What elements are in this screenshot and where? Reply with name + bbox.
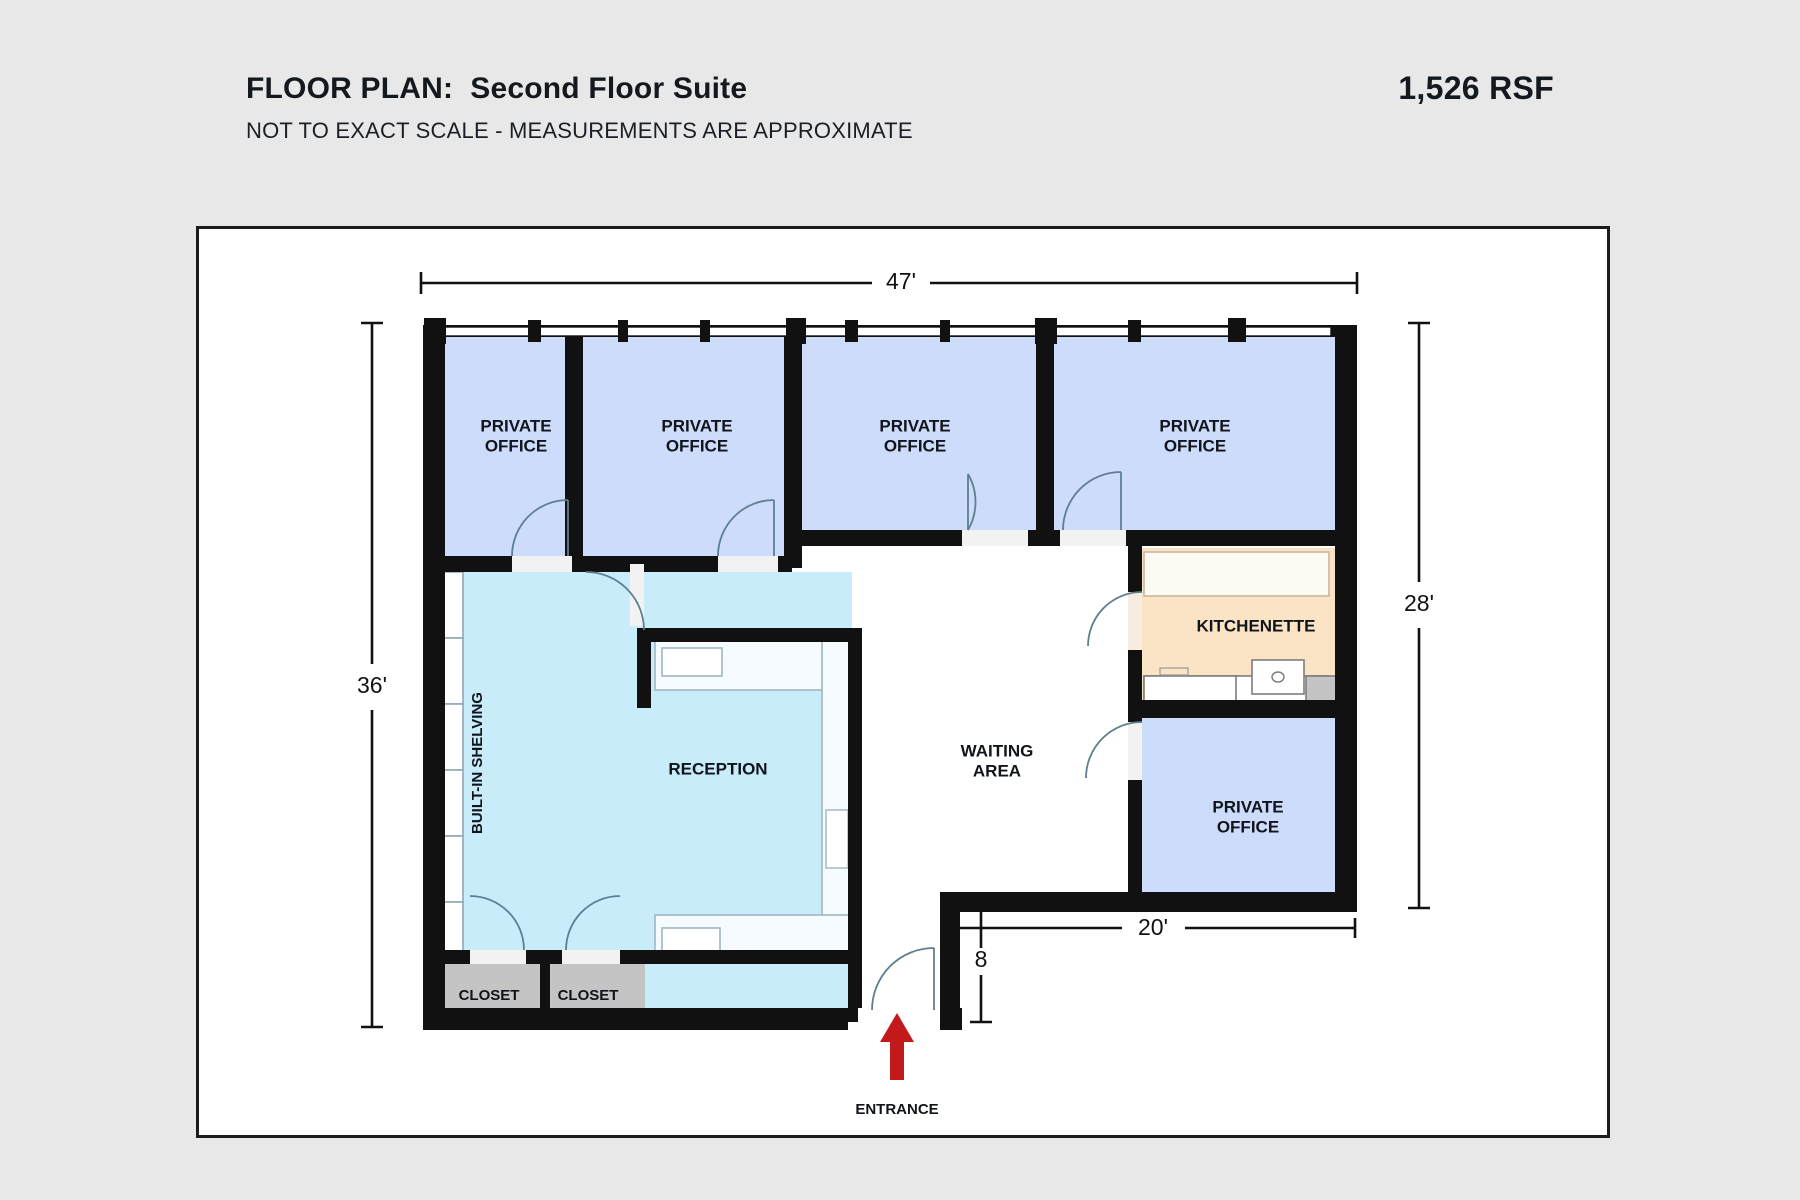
rentable-square-feet: 1,526 RSF (1398, 70, 1554, 106)
page-subtitle: NOT TO EXACT SCALE - MEASUREMENTS ARE AP… (246, 118, 913, 143)
page-title: FLOOR PLAN: Second Floor Suite (246, 72, 748, 105)
plan-frame (196, 226, 1610, 1138)
